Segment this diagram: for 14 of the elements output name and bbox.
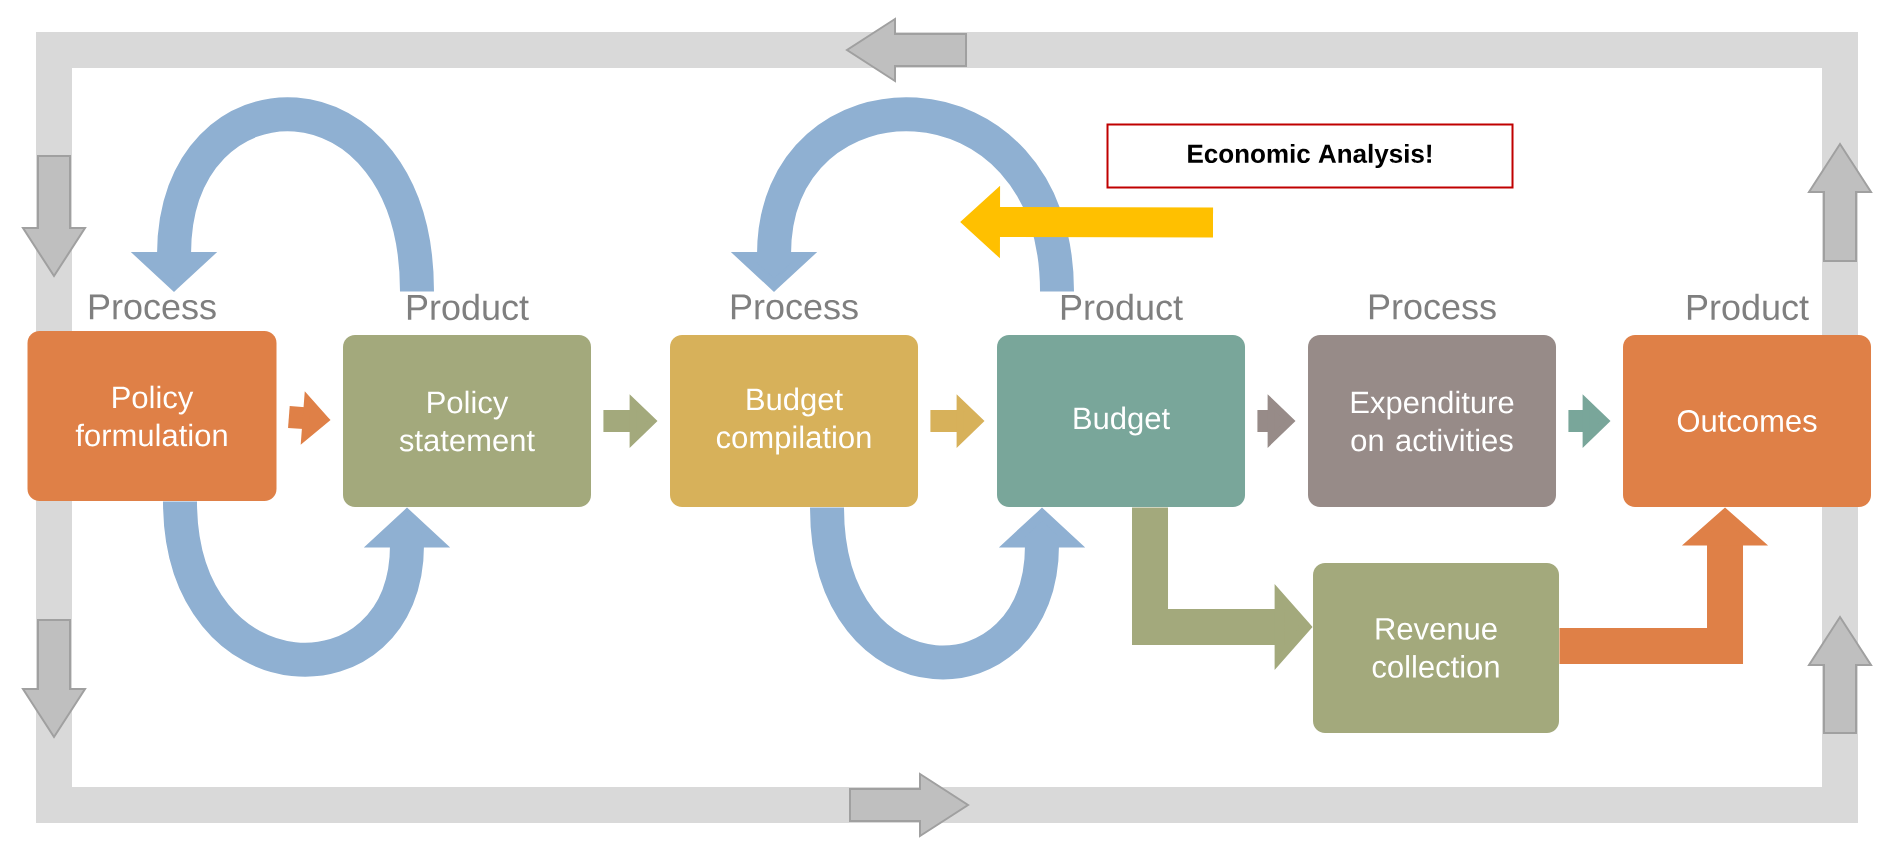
box-heading: Product [407, 293, 529, 321]
callout-box: Economic Analysis! [1106, 123, 1514, 189]
rounded-box: Outcomes [1623, 335, 1871, 507]
box-heading: Product [1687, 293, 1809, 321]
box-heading: Process [89, 294, 216, 320]
rounded-box: Expenditure on activities [1308, 335, 1556, 507]
rounded-box: Budget [997, 335, 1245, 507]
box-heading: Product [1061, 293, 1183, 321]
box-heading: Process [731, 294, 858, 320]
rounded-box: Policy statement [343, 335, 591, 507]
box-heading: Process [1369, 294, 1496, 320]
rounded-box: Budget compilation [670, 335, 918, 507]
rounded-box: Revenue collection [1313, 563, 1559, 733]
rounded-box: Policy formulation [27, 331, 277, 501]
